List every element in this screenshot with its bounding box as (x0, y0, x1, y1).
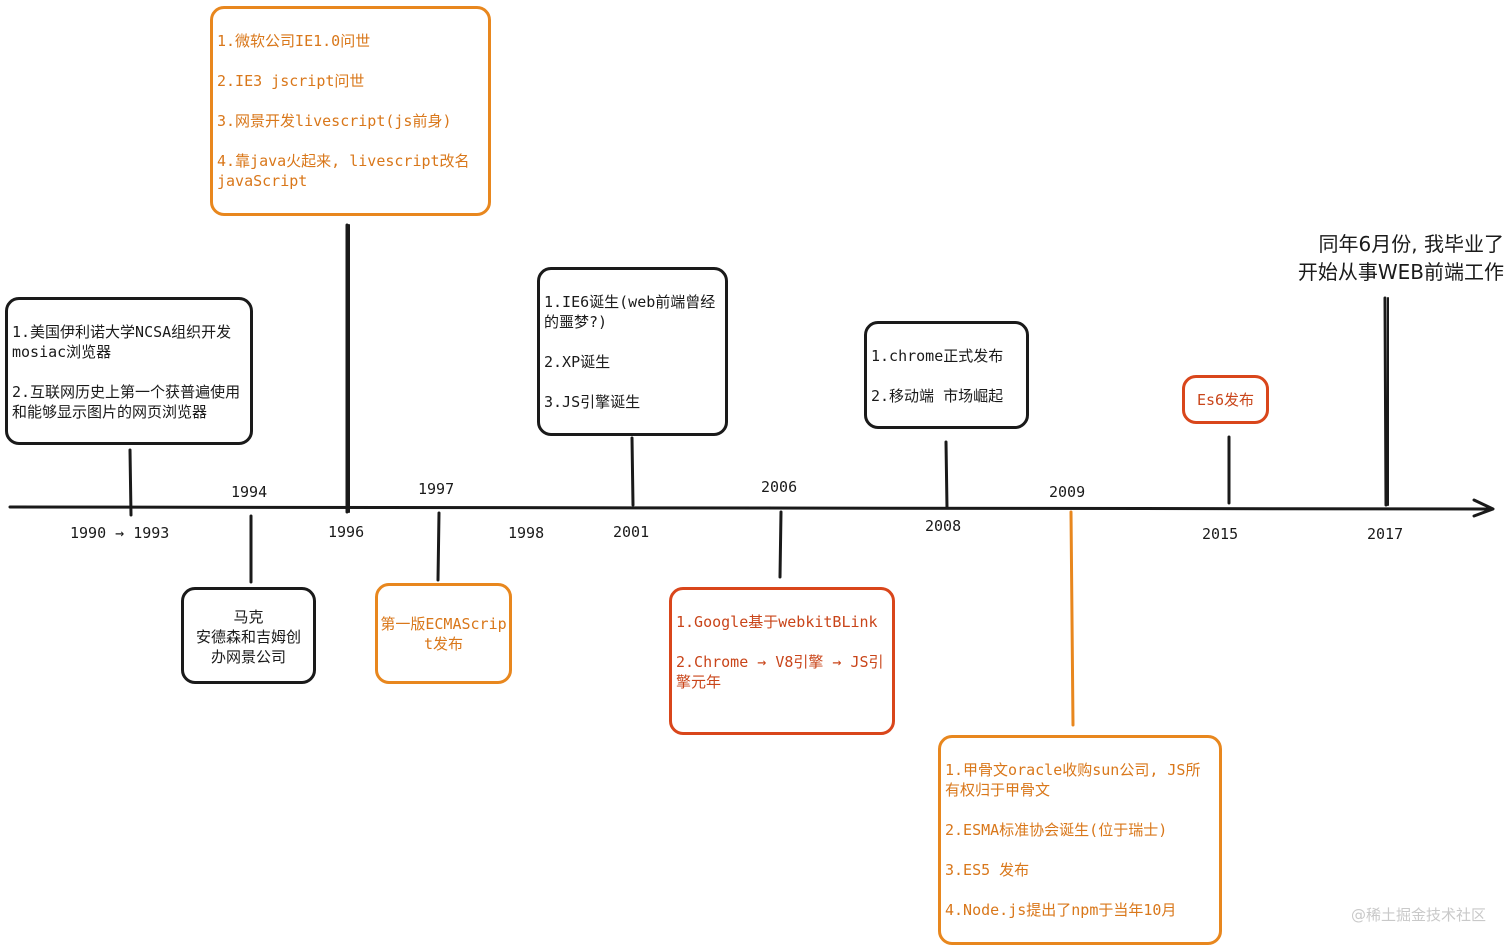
year-label-2015: 2015 (1202, 525, 1239, 543)
event-2001-line-3: 3.JS引擎诞生 (544, 393, 641, 411)
event-2008-line-1: 1.chrome正式发布 (871, 347, 1004, 365)
year-label-2006: 2006 (761, 478, 798, 496)
event-2009-line-4: 4.Node.js提出了npm于当年10月 (945, 901, 1177, 919)
event-2009-line-2: 2.ESMA标准协会诞生(位于瑞士) (945, 821, 1168, 839)
connector-2001 (630, 436, 635, 507)
watermark: @稀土掘金技术社区 (1350, 906, 1486, 924)
connector-2017 (1383, 296, 1388, 507)
event-1996-line-3: 3.网景开发livescript(js前身) (217, 112, 452, 130)
year-label-2008: 2008 (925, 517, 962, 535)
event-1994-line-1: 马克 安德森和吉姆创办网景公司 (195, 608, 301, 666)
timeline-axis (8, 505, 1492, 511)
note-2017: 同年6月份, 我毕业了 开始从事WEB前端工作 (1298, 230, 1504, 286)
event-2015-line-1: Es6发布 (1196, 391, 1255, 409)
note-2017-line-2: 开始从事WEB前端工作 (1297, 260, 1504, 284)
event-2001-line-2: 2.XP诞生 (544, 353, 611, 371)
year-label-2009: 2009 (1049, 483, 1086, 501)
event-box-1996: 1.微软公司IE1.0问世 2.IE3 jscript问世 3.网景开发live… (210, 6, 491, 216)
event-2001-line-1: 1.IE6诞生(web前端曾经的噩梦?) (544, 293, 716, 331)
event-1990-line-2: 2.互联网历史上第一个获普遍使用和能够显示图片的网页浏览器 (12, 383, 241, 421)
event-2006-line-1: 1.Google基于webkitBLink (676, 613, 878, 631)
year-label-2017: 2017 (1367, 525, 1404, 543)
year-label-2001: 2001 (613, 523, 650, 541)
year-label-1990-1993: 1990 → 1993 (70, 524, 170, 542)
year-label-1997: 1997 (418, 480, 455, 498)
year-label-1998: 1998 (508, 524, 545, 542)
event-box-2015: Es6发布 (1182, 375, 1269, 424)
event-1990-line-1: 1.美国伊利诺大学NCSA组织开发mosiac浏览器 (12, 323, 232, 361)
event-2006-line-2: 2.Chrome → V8引擎 → JS引擎元年 (676, 653, 884, 691)
event-2008-line-2: 2.移动端 市场崛起 (871, 387, 1004, 405)
connector-2006 (778, 510, 783, 579)
event-1996-line-2: 2.IE3 jscript问世 (217, 72, 365, 90)
year-label-1996: 1996 (328, 523, 365, 541)
event-2009-line-3: 3.ES5 发布 (945, 861, 1030, 879)
event-box-2008: 1.chrome正式发布 2.移动端 市场崛起 (864, 321, 1029, 429)
connector-1990 (128, 448, 133, 517)
event-box-2001: 1.IE6诞生(web前端曾经的噩梦?) 2.XP诞生 3.JS引擎诞生 (537, 267, 728, 436)
connector-2008 (944, 440, 949, 510)
event-box-2006: 1.Google基于webkitBLink 2.Chrome → V8引擎 → … (669, 587, 895, 735)
event-box-1997: 第一版ECMAScript发布 (375, 583, 512, 684)
timeline-arrowhead (1472, 498, 1495, 518)
note-2017-line-1: 同年6月份, 我毕业了 (1318, 232, 1504, 256)
connector-2009 (1069, 510, 1075, 727)
connector-1997 (436, 511, 441, 582)
event-box-1994: 马克 安德森和吉姆创办网景公司 (181, 587, 316, 684)
event-1996-line-1: 1.微软公司IE1.0问世 (217, 32, 371, 50)
event-box-1990: 1.美国伊利诺大学NCSA组织开发mosiac浏览器 2.互联网历史上第一个获普… (5, 297, 253, 445)
event-1997-line-1: 第一版ECMAScript发布 (380, 615, 507, 653)
event-1996-line-4: 4.靠java火起来, livescript改名javaScript (217, 152, 470, 190)
year-label-1994: 1994 (231, 483, 268, 501)
event-2009-line-1: 1.甲骨文oracle收购sun公司, JS所有权归于甲骨文 (945, 761, 1201, 799)
event-box-2009: 1.甲骨文oracle收购sun公司, JS所有权归于甲骨文 2.ESMA标准协… (938, 735, 1222, 945)
